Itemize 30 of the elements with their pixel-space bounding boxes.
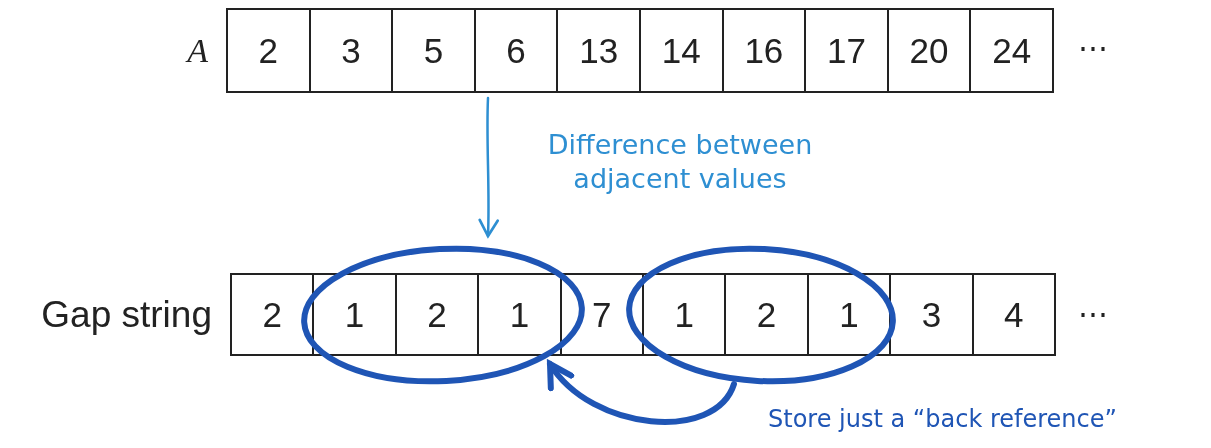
array-cell: 1 bbox=[806, 273, 892, 356]
row-label: Gap string bbox=[40, 292, 213, 337]
ellipsis: ⋯ bbox=[1078, 30, 1108, 65]
array-cell: 2 bbox=[230, 273, 315, 356]
arrow bbox=[547, 361, 737, 425]
array-cell: 2 bbox=[226, 8, 311, 93]
array-cell: 3 bbox=[889, 273, 974, 356]
arrow bbox=[478, 96, 499, 238]
ellipsis: ⋯ bbox=[1078, 296, 1108, 331]
array-cell: 5 bbox=[391, 8, 476, 93]
array-cell: 3 bbox=[308, 8, 394, 93]
array-cell: 20 bbox=[886, 8, 972, 93]
array-cell: 7 bbox=[559, 273, 644, 356]
array-cell: 1 bbox=[312, 273, 397, 356]
array-cell: 4 bbox=[971, 273, 1056, 356]
edge-label: Store just a “back reference” bbox=[768, 404, 1118, 434]
array-cell: 16 bbox=[721, 8, 807, 93]
row-label: A bbox=[184, 30, 209, 71]
array-cell: 24 bbox=[969, 8, 1054, 93]
array-cell: 1 bbox=[642, 273, 727, 356]
array-cell: 13 bbox=[556, 8, 641, 93]
array-cell: 17 bbox=[804, 8, 889, 93]
array-cell: 14 bbox=[638, 8, 724, 93]
loop-circle bbox=[299, 243, 588, 386]
array-cell: 1 bbox=[477, 273, 562, 356]
array-cell: 2 bbox=[724, 273, 809, 356]
edge-label: Difference between adjacent values bbox=[546, 128, 814, 196]
loop-circle bbox=[624, 243, 898, 386]
array-cell: 6 bbox=[473, 8, 559, 93]
array-cell: 2 bbox=[394, 273, 480, 356]
